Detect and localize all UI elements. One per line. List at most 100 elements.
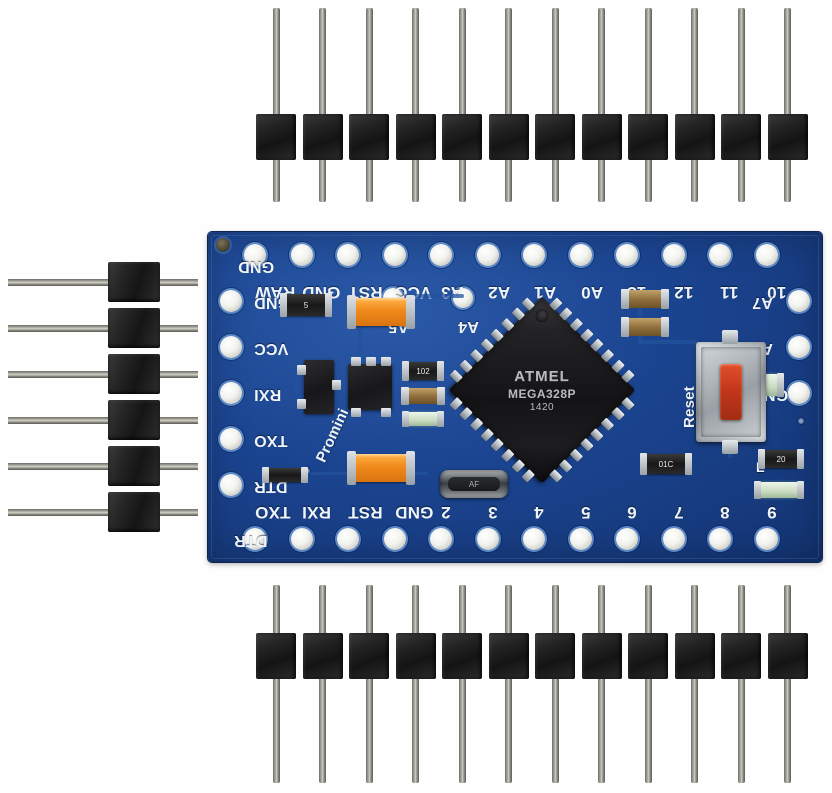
pad-top-10 [709, 244, 731, 266]
header-pin [365, 160, 373, 202]
smd-resistor-marking: 20 [776, 454, 786, 464]
mcu-lead [559, 459, 573, 473]
pad-inner-a4 [453, 288, 473, 308]
smd-capacitor [401, 387, 445, 405]
label-left-VCC: VCC [254, 340, 289, 357]
pad-right-1 [788, 336, 810, 358]
header-pin [784, 585, 791, 633]
header-block [302, 633, 343, 679]
header-block [395, 633, 436, 679]
header-pin [272, 679, 280, 783]
pad-top-11 [755, 244, 778, 266]
pad-top-9 [662, 244, 685, 266]
label-bottom-TXO: TXO [255, 503, 291, 522]
header-pin [505, 585, 512, 633]
header-block [108, 446, 160, 486]
label-bottom-6: 6 [627, 503, 637, 522]
header-pin [412, 8, 419, 114]
pcb-trace [404, 294, 464, 298]
pad-bottom-10 [709, 528, 731, 550]
arduino-pro-mini-pcb: RAWGNDRSTVCCA3A2A1A013121110GNDTXORXIRST… [208, 232, 822, 562]
pad-top-6 [523, 244, 545, 266]
header-pin [598, 8, 605, 114]
header-pin [458, 160, 466, 202]
header-block [674, 114, 715, 160]
header-pin [598, 160, 605, 202]
bottom-pin-header-strip [256, 585, 818, 785]
header-pin [551, 8, 559, 114]
smd-led [402, 411, 444, 427]
header-block [674, 633, 715, 679]
mcu-lead [579, 438, 594, 452]
header-pin [551, 585, 559, 633]
header-block [767, 633, 808, 679]
top-pin-header-strip [256, 8, 818, 203]
smd-resistor: 5 [280, 293, 332, 317]
smd-led [758, 373, 784, 397]
label-bottom-7: 7 [673, 503, 684, 522]
header-pin [691, 585, 698, 633]
header-pin [458, 585, 466, 633]
pad-left-3 [220, 428, 242, 450]
label-left-TXO: TXO [254, 432, 288, 449]
header-pin [319, 160, 326, 202]
smd-resistor-marking: 01C [658, 459, 674, 469]
mcu-lead [611, 407, 625, 421]
tantalum-capacitor [347, 451, 415, 485]
pad-bottom-2 [337, 528, 359, 550]
pad-left-4 [220, 474, 242, 496]
label-bottom-3: 3 [487, 503, 498, 522]
switch-tab [722, 440, 738, 454]
header-pin [365, 8, 373, 114]
mcu-part: MEGA328P [507, 386, 577, 401]
pcb-trace [638, 340, 696, 344]
label-bottom-8: 8 [720, 503, 730, 522]
smd-capacitor [621, 289, 669, 309]
mcu-lead [569, 448, 584, 463]
smd-resistor: 01C [640, 453, 692, 475]
label-corner-gnd: GND [238, 258, 275, 275]
header-pin [737, 160, 745, 202]
header-pin [691, 160, 698, 202]
pad-top-5 [476, 244, 499, 266]
pad-bottom-9 [662, 528, 685, 550]
label-bottom-GND: GND [394, 503, 433, 522]
label-inner-a4: A4 [458, 318, 479, 335]
mcu-date-code: 1420 [529, 401, 555, 413]
label-left-RXI: RXI [254, 386, 282, 403]
smd-resistor-marking: 102 [416, 366, 430, 376]
mcu-lead [548, 469, 563, 483]
header-block [349, 114, 389, 160]
header-block [721, 633, 761, 679]
header-pin [737, 679, 745, 783]
left-right-angle-pin-header [8, 262, 200, 542]
header-pin [458, 679, 466, 783]
reset-button-cap[interactable] [720, 364, 742, 420]
mcu-pin1-dot [532, 306, 552, 325]
smd-resistor: 20 [758, 449, 804, 469]
label-bottom-2: 2 [441, 503, 451, 522]
header-block [395, 114, 436, 160]
pcb-trace [294, 336, 298, 394]
mcu-lead [590, 427, 604, 442]
smd-resistor-marking: 5 [303, 300, 309, 310]
header-pin [365, 679, 373, 783]
reset-button[interactable] [696, 330, 766, 454]
mcu-lead [621, 396, 635, 411]
header-block [628, 633, 668, 679]
header-block [302, 114, 343, 160]
pcb-trace [358, 318, 362, 366]
header-pin [160, 462, 198, 470]
pad-top-2 [337, 244, 359, 266]
label-bottom-5: 5 [580, 503, 591, 522]
board-brand-label: Promini [312, 405, 353, 466]
label-top-A3: A3 [441, 283, 464, 302]
header-pin [319, 679, 326, 783]
label-right-A7: A7 [752, 294, 773, 311]
pad-right-2 [788, 382, 810, 404]
header-pin [160, 416, 198, 424]
smd-transistor [348, 357, 392, 417]
header-block [767, 114, 808, 160]
header-pin [272, 585, 280, 633]
smd-resistor: 102 [402, 361, 444, 381]
